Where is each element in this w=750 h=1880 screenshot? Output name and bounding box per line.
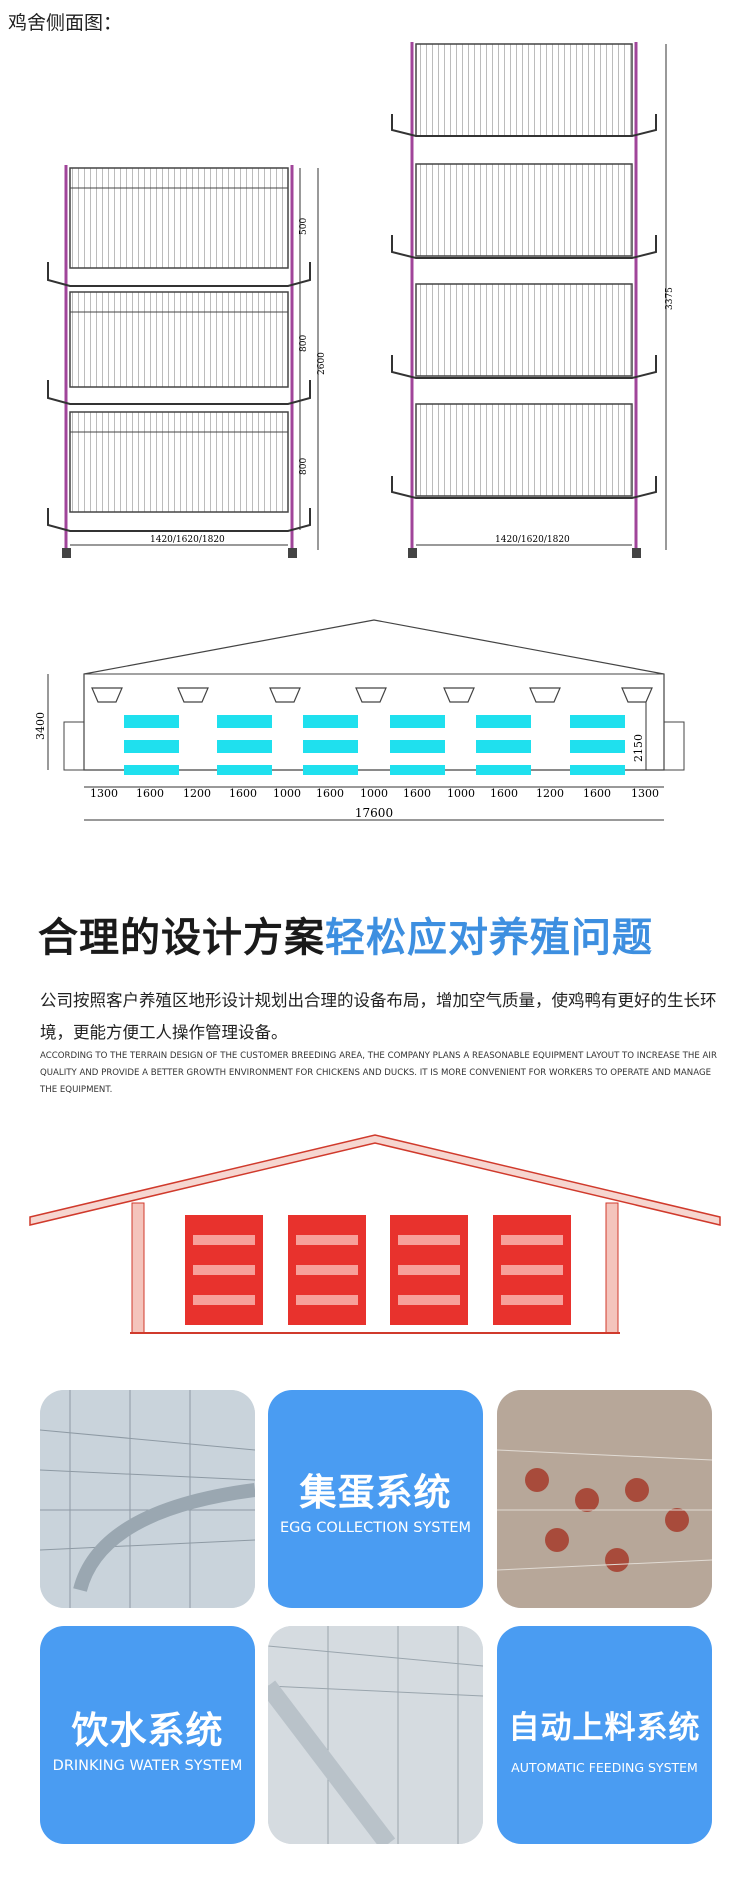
left-dim-2: 800 (299, 335, 309, 352)
left-dim-total: 2600 (317, 352, 327, 375)
seg-8: 1600 (403, 787, 431, 800)
seg-13: 1300 (631, 787, 659, 800)
egg-collection-title: 集蛋系统 (299, 1471, 452, 1514)
headline-part2: 轻松应对养殖问题 (325, 915, 653, 961)
left-dim-bottom: 1420/1620/1820 (150, 535, 225, 545)
total-width: 17600 (355, 806, 393, 820)
seg-5: 1000 (273, 787, 301, 800)
left-dim-1: 500 (299, 218, 309, 235)
description-en: ACCORDING TO THE TERRAIN DESIGN OF THE C… (40, 1051, 717, 1095)
right-rack: 3375 1420/1620/1820 (391, 42, 675, 558)
photo-hens (497, 1390, 712, 1608)
left-dim-3: 800 (299, 458, 309, 475)
red-cage-blocks (185, 1215, 571, 1325)
photo-egg-belt (40, 1390, 255, 1608)
right-dim-bottom: 1420/1620/1820 (495, 535, 570, 545)
segment-labels: 1300 1600 1200 1600 1000 1600 1000 1600 … (90, 787, 659, 800)
seg-4: 1600 (229, 787, 257, 800)
description-cn: 公司按照客户养殖区地形设计规划出合理的设备布局，增加空气质量，使鸡鸭有更好的生长… (40, 991, 717, 1042)
seg-2: 1600 (136, 787, 164, 800)
seg-3: 1200 (183, 787, 211, 800)
left-rack: 500 800 800 2600 1420/1620/1820 (47, 165, 327, 558)
seg-10: 1600 (490, 787, 518, 800)
auto-feeding-subtitle: AUTOMATIC FEEDING SYSTEM (511, 1760, 698, 1775)
seg-11: 1200 (536, 787, 564, 800)
seg-7: 1000 (360, 787, 388, 800)
seg-1: 1300 (90, 787, 118, 800)
headline-part1: 合理的设计方案 (38, 915, 325, 961)
tile-egg-collection: 集蛋系统 EGG COLLECTION SYSTEM (268, 1390, 483, 1608)
house-section-drawing: 3400 2150 1300 1600 1200 1600 (34, 619, 685, 821)
cage-sets (124, 715, 625, 775)
drinking-water-subtitle: DRINKING WATER SYSTEM (52, 1758, 243, 1774)
house-height-left: 3400 (34, 712, 47, 740)
seg-9: 1000 (447, 787, 475, 800)
house-layout-illustration (29, 1134, 721, 1334)
seg-12: 1600 (583, 787, 611, 800)
auto-feeding-title: 自动上料系统 (508, 1710, 701, 1746)
egg-collection-subtitle: EGG COLLECTION SYSTEM (279, 1520, 472, 1536)
seg-6: 1600 (316, 787, 344, 800)
drinking-water-title: 饮水系统 (71, 1709, 224, 1752)
tile-auto-feeding: 自动上料系统 AUTOMATIC FEEDING SYSTEM (497, 1626, 712, 1844)
right-dim-total: 3375 (665, 287, 675, 310)
house-height-right: 2150 (632, 734, 645, 762)
page-caption: 鸡舍侧面图： (8, 12, 123, 34)
photo-water-line (268, 1626, 483, 1844)
side-view-drawing: 500 800 800 2600 1420/1620/1820 3375 142… (47, 42, 675, 558)
tile-drinking-water: 饮水系统 DRINKING WATER SYSTEM (40, 1626, 255, 1844)
section-headline: 合理的设计方案轻松应对养殖问题 (38, 905, 653, 963)
